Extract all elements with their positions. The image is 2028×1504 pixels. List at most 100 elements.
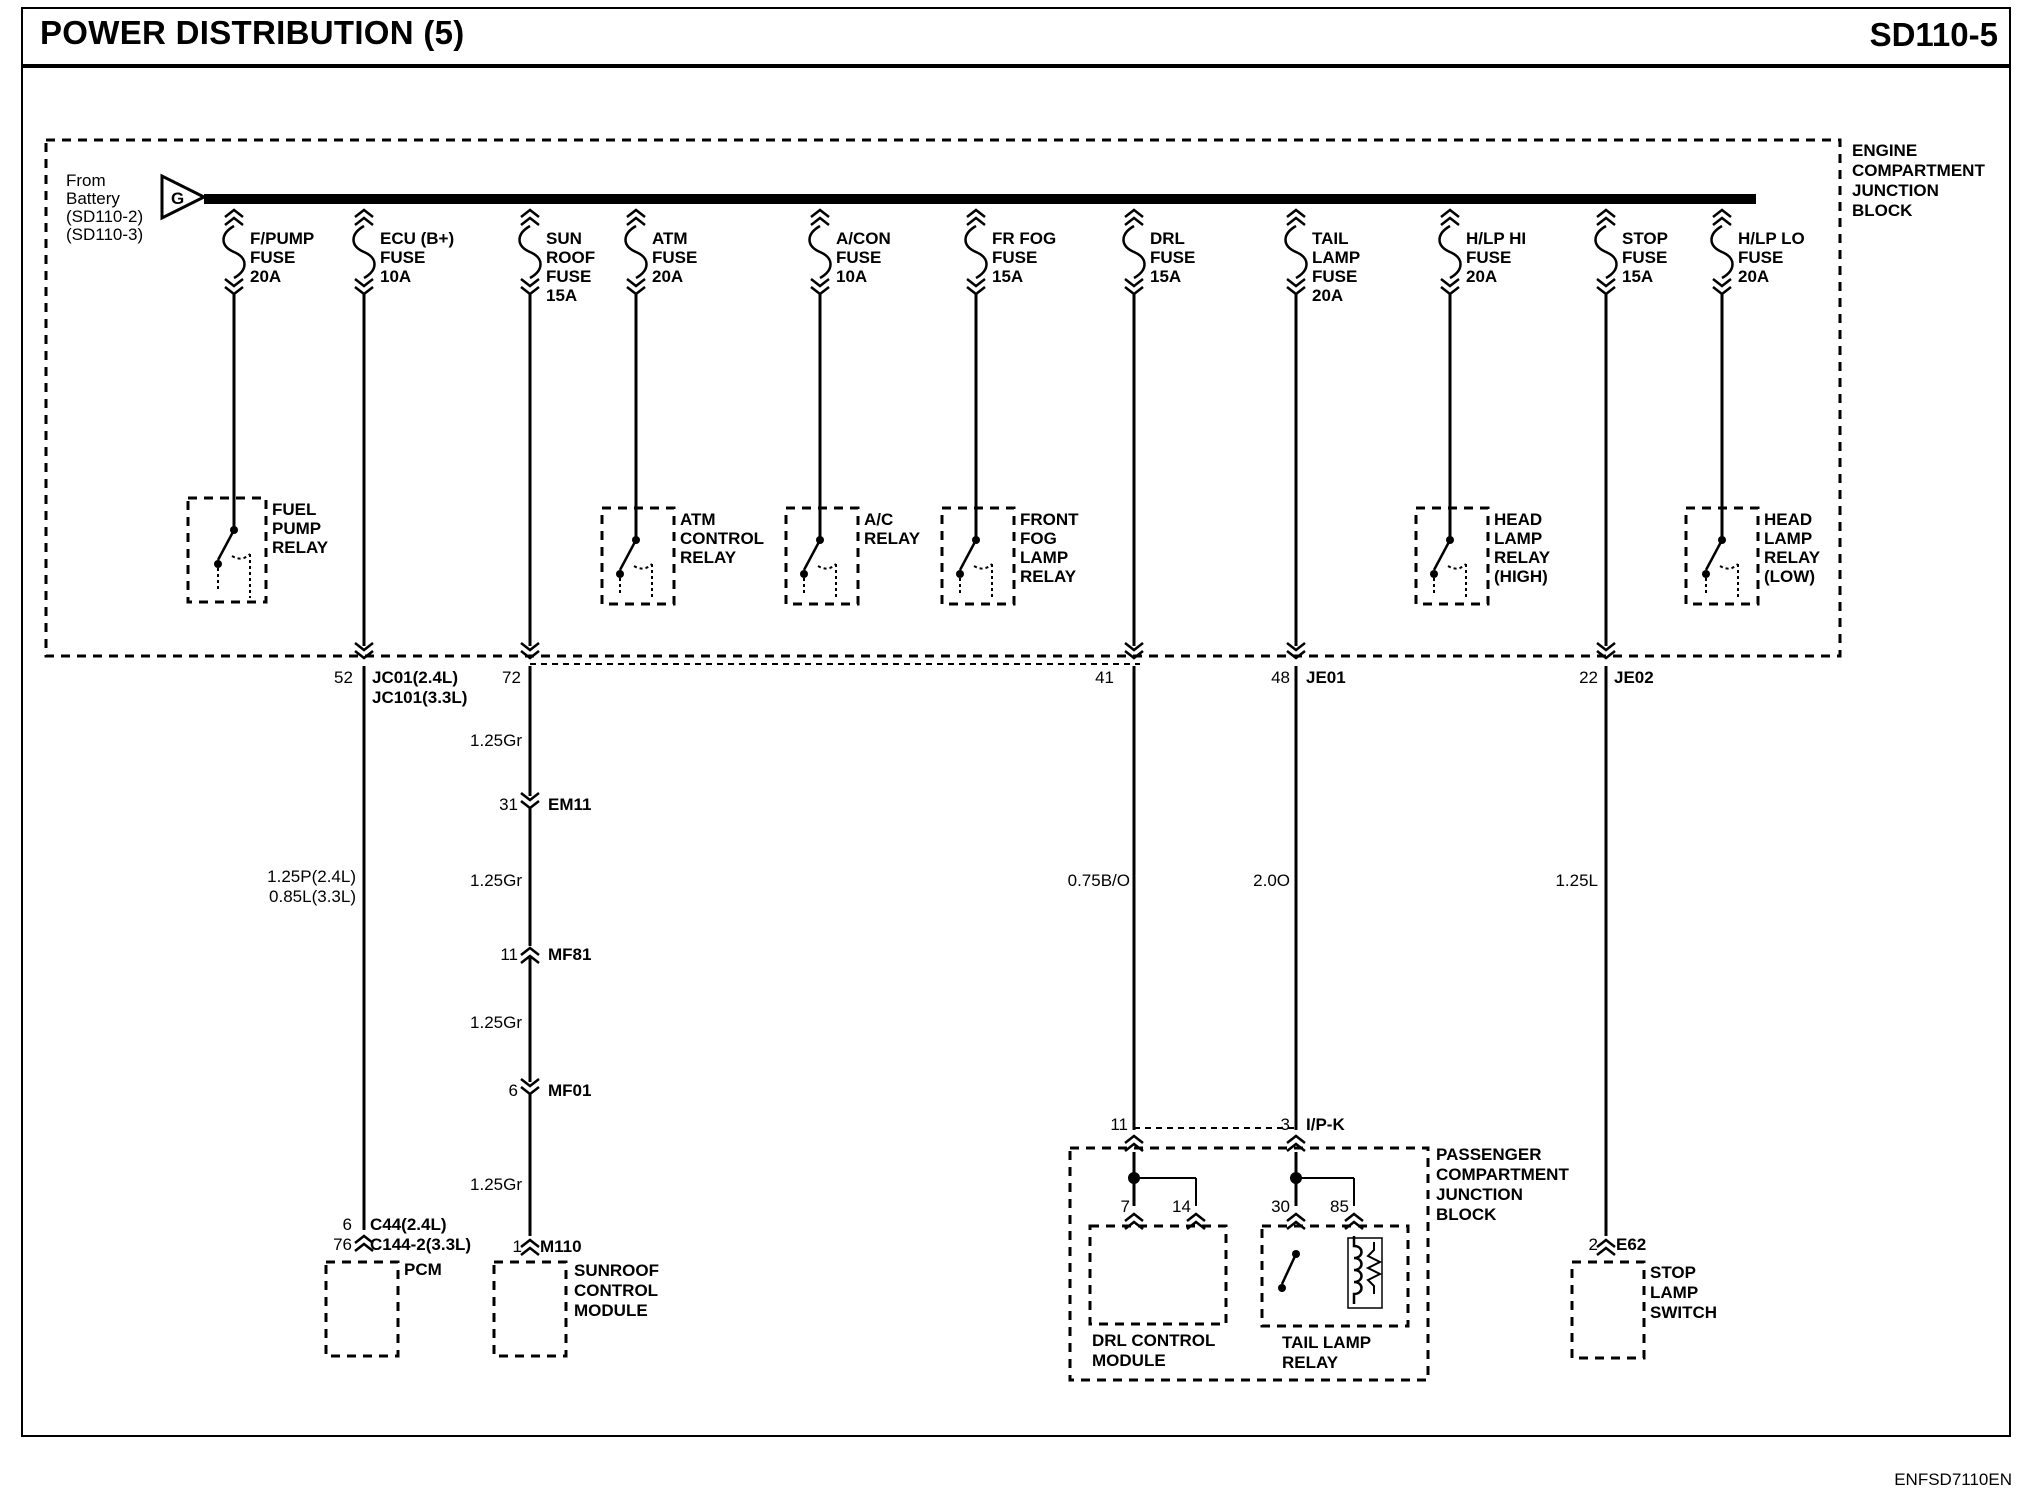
- tail-pin-b: 85: [1330, 1197, 1349, 1216]
- fuse-3-label-0: ATM: [652, 229, 688, 248]
- source-connector-letter: G: [171, 189, 184, 208]
- fuse-0-element: [222, 224, 246, 280]
- branch-exit-chevron-1: [520, 642, 540, 652]
- fuse-8-label-2: 20A: [1466, 267, 1497, 286]
- fuse-10-bottom-terminal: [1712, 278, 1732, 288]
- relay-3-label-1: FOG: [1020, 529, 1057, 548]
- fuse-10-top-terminal: [1712, 208, 1732, 218]
- fuse-8-bottom-terminal-2: [1440, 286, 1460, 296]
- relay-3-switch: [958, 539, 978, 571]
- branch-exit-chevron-0-2: [354, 650, 374, 660]
- tail-pin-top: 48: [1271, 668, 1290, 687]
- relay-2-switch: [802, 539, 822, 571]
- fuse-10-top-terminal-2: [1712, 216, 1732, 226]
- relay-0-label-1: PUMP: [272, 519, 321, 538]
- fuse-8-label-0: H/LP HI: [1466, 229, 1526, 248]
- passenger-junction-block: [1068, 1146, 1430, 1382]
- fuse-8-label-1: FUSE: [1466, 248, 1511, 267]
- relay-1-label-0: ATM: [680, 510, 716, 529]
- fuse-5-element: [964, 224, 988, 280]
- fuse-6-label-0: DRL: [1150, 229, 1185, 248]
- fuse-7-bottom-terminal-2: [1286, 286, 1306, 296]
- sunroof-module-box: [492, 1260, 568, 1358]
- engine-block-label: ENGINE COMPARTMENT JUNCTION BLOCK: [1852, 141, 1985, 220]
- fuse-3-label-1: FUSE: [652, 248, 697, 267]
- relay-0-label-2: RELAY: [272, 538, 329, 557]
- page-code: SD110-5: [1869, 16, 1998, 53]
- fuse-1-label-2: 10A: [380, 267, 411, 286]
- relay-4-label-2: RELAY: [1494, 548, 1551, 567]
- figure-code: ENFSD7110EN: [1894, 1470, 2012, 1489]
- fuse-2-top-terminal: [520, 208, 540, 218]
- sunroof-wire-4: 1.25Gr: [470, 1175, 522, 1194]
- tail-ipk-chevron: [1286, 1134, 1306, 1144]
- relay-4-contact-bot: [1430, 570, 1438, 578]
- fuse-7-top-terminal: [1286, 208, 1306, 218]
- fuse-2-label-1: ROOF: [546, 248, 595, 267]
- pcm-conn-top-1: JC01(2.4L): [372, 668, 458, 687]
- relay-0-label-0: FUEL: [272, 500, 316, 519]
- drl-module-box: [1088, 1224, 1228, 1326]
- passenger-block-label-3: JUNCTION: [1436, 1185, 1523, 1204]
- lower-wiring: [324, 294, 1646, 1360]
- fuse-8-bottom-terminal: [1440, 278, 1460, 288]
- engine-block-label-4: BLOCK: [1852, 201, 1913, 220]
- sunroof-label-1: SUNROOF: [574, 1261, 659, 1280]
- branch-exit-chevron-4-2: [1596, 650, 1616, 660]
- fuse-0-top-terminal-2: [224, 216, 244, 226]
- fuse-10-bottom-terminal-2: [1712, 286, 1732, 296]
- stop-label-1: STOP: [1650, 1263, 1696, 1282]
- drl-wire: 0.75B/O: [1068, 871, 1130, 890]
- relay-2-contact-bot: [800, 570, 808, 578]
- fuse-8-element: [1438, 224, 1462, 280]
- fuse-1-bottom-terminal-2: [354, 286, 374, 296]
- relay-4-label-0: HEAD: [1494, 510, 1542, 529]
- sunroof-conn-3: MF81: [548, 945, 591, 964]
- fuse-2-label-0: SUN: [546, 229, 582, 248]
- drl-pin-b: 14: [1172, 1197, 1191, 1216]
- branch-exit-chevron-2-2: [1124, 650, 1144, 660]
- relay-5-label-1: LAMP: [1764, 529, 1812, 548]
- fuse-3-bottom-terminal: [626, 278, 646, 288]
- pcm-conn-bottom-1: C44(2.4L): [370, 1215, 447, 1234]
- fuse-7-label-2: FUSE: [1312, 267, 1357, 286]
- relay-2-label-0: A/C: [864, 510, 893, 529]
- passenger-block-label: PASSENGER COMPARTMENT JUNCTION BLOCK: [1436, 1145, 1569, 1224]
- relay-3-label-0: FRONT: [1020, 510, 1079, 529]
- pcm-wire-2: 0.85L(3.3L): [269, 887, 356, 906]
- relay-4-box: [1414, 506, 1490, 606]
- fuse-7-label-0: TAIL: [1312, 229, 1349, 248]
- fuse-4-element: [808, 224, 832, 280]
- relay-4-coil: [1433, 563, 1467, 600]
- pcm-pin-bottom-1: 6: [343, 1215, 352, 1234]
- stop-conn-top: JE02: [1614, 668, 1654, 687]
- fuse-9-label-0: STOP: [1622, 229, 1668, 248]
- relay-5-contact-bot: [1702, 570, 1710, 578]
- fuse-3-label-2: 20A: [652, 267, 683, 286]
- relay-2-coil: [803, 563, 837, 600]
- fuse-9-bottom-terminal: [1596, 278, 1616, 288]
- relay-0-switch: [216, 529, 236, 561]
- fuse-2-top-terminal-2: [520, 216, 540, 226]
- tail-relay-contact-bot: [1278, 1284, 1286, 1292]
- page-title: POWER DISTRIBUTION (5): [40, 14, 465, 51]
- fuse-4-label-1: FUSE: [836, 248, 881, 267]
- fuse-0-bottom-terminal: [224, 278, 244, 288]
- tail-relay-box: [1260, 1224, 1410, 1328]
- fuse-0-bottom-terminal-2: [224, 286, 244, 296]
- source-connector-triangle: [160, 173, 208, 221]
- fuse-2-bottom-terminal: [520, 278, 540, 288]
- branch-exit-chevron-2: [1124, 642, 1144, 652]
- fuse-1-top-terminal: [354, 208, 374, 218]
- fuse-0-label-0: F/PUMP: [250, 229, 314, 248]
- fuse-5-label-0: FR FOG: [992, 229, 1056, 248]
- stop-conn-bottom: E62: [1616, 1235, 1646, 1254]
- drl-pin-a: 7: [1121, 1197, 1130, 1216]
